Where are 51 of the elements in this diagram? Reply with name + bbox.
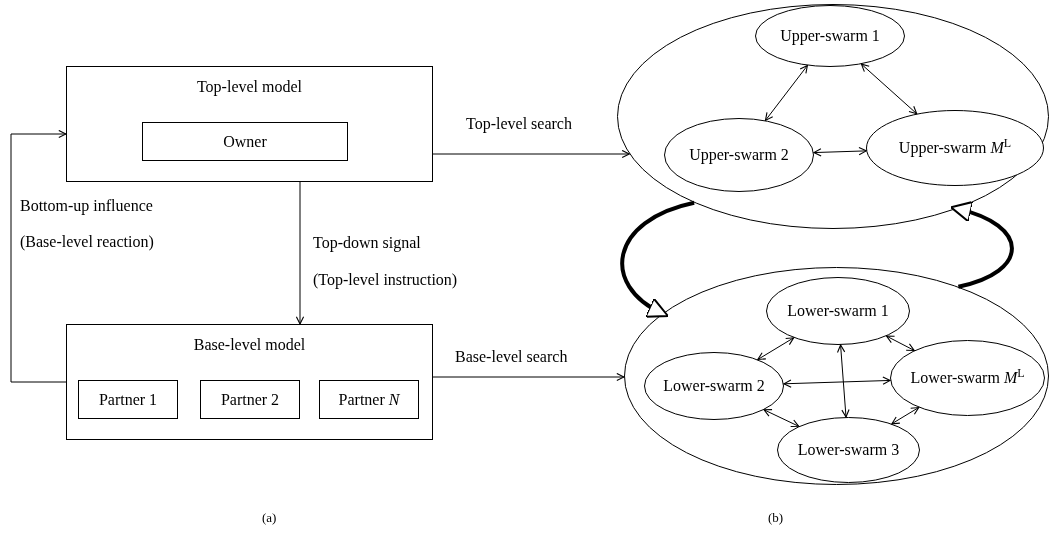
- component-box: [319, 380, 419, 419]
- node-label: Owner: [223, 131, 267, 152]
- arrow: [837, 344, 850, 418]
- arrow: [813, 146, 867, 157]
- node-label: Upper-swarm 1: [780, 26, 880, 46]
- arrow: [891, 407, 920, 425]
- model-box: [66, 324, 433, 440]
- swarm-ellipse: [755, 5, 905, 67]
- component-box: [200, 380, 300, 419]
- node-label: Base-level model: [193, 335, 306, 355]
- arrow: [764, 65, 808, 121]
- model-box: [66, 66, 433, 182]
- node-label: Lower-swarm M$^{L}$: [910, 368, 1025, 388]
- arrow: [763, 409, 800, 427]
- edge-label: Bottom-up influence: [20, 196, 153, 216]
- curved-arrow: [620, 200, 695, 318]
- swarm-ellipse: [777, 417, 920, 483]
- swarm-ellipse: [866, 110, 1044, 186]
- arrow: [860, 63, 918, 115]
- group-ellipse: [617, 4, 1049, 229]
- node-label: Lower-swarm 1: [787, 301, 889, 321]
- arrow: [432, 372, 625, 382]
- arrow: [886, 335, 915, 351]
- arrow: [295, 181, 305, 325]
- swarm-ellipse: [766, 277, 910, 345]
- node-label: Lower-swarm 3: [797, 440, 900, 460]
- arrow: [432, 149, 630, 159]
- edge-label: Base-level search: [455, 347, 568, 367]
- annotation-text: (Top-level instruction): [313, 270, 458, 290]
- component-box: [142, 122, 348, 161]
- node-label: Upper-swarm M$^{L}$: [898, 138, 1012, 158]
- swarm-ellipse: [890, 340, 1045, 416]
- group-ellipse: [624, 267, 1049, 485]
- node-label: Partner 1: [98, 389, 158, 410]
- node-label: Upper-swarm 2: [689, 145, 789, 165]
- panel-label: (a): [262, 510, 277, 527]
- curved-arrow: [950, 201, 1014, 289]
- node-label: Partner 2: [220, 389, 280, 410]
- node-label: Top-level model: [196, 77, 303, 97]
- edge-label: Top-down signal: [313, 233, 421, 253]
- component-box: [78, 380, 178, 419]
- annotation-text: (Base-level reaction): [20, 232, 154, 252]
- node-label: Partner N: [338, 389, 400, 410]
- swarm-ellipse: [644, 352, 784, 420]
- edge-label: Top-level search: [466, 114, 572, 134]
- arrow: [783, 376, 891, 388]
- arrow: [10, 129, 67, 383]
- arrow: [757, 337, 795, 361]
- node-label: Lower-swarm 2: [663, 376, 765, 396]
- panel-label: (b): [768, 510, 784, 527]
- swarm-ellipse: [664, 118, 814, 192]
